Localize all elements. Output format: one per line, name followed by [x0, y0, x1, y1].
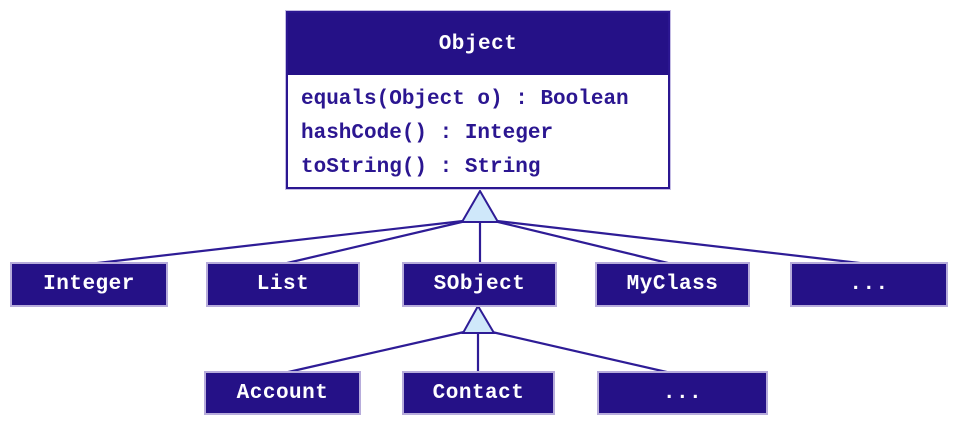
class-box-ellipsis-level1: ...: [790, 262, 948, 307]
class-name-label: ...: [849, 273, 889, 296]
class-name-label: Contact: [432, 381, 525, 405]
generalization-triangle-icon-object: [460, 189, 500, 223]
connector-sobject-to-account: [283, 330, 465, 375]
connector-sobject-to-ellipsis: [491, 330, 672, 375]
class-name-label: SObject: [433, 273, 526, 296]
class-name-label: List: [256, 273, 310, 296]
class-box-object: Object equals(Object o) : Boolean hashCo…: [286, 11, 670, 189]
connector-object-to-list: [282, 219, 467, 266]
class-box-contact: Contact: [402, 371, 555, 415]
connector-object-to-ellipsis: [496, 219, 869, 266]
method-equals: equals(Object o) : Boolean: [301, 88, 629, 111]
class-name-label: Account: [236, 381, 329, 405]
class-header-object: Object: [288, 13, 668, 75]
connector-object-to-myclass: [493, 219, 673, 266]
class-name-label: Object: [438, 32, 518, 56]
class-name-label: Integer: [43, 273, 135, 296]
class-box-sobject: SObject: [402, 262, 557, 307]
class-name-label: MyClass: [626, 273, 719, 296]
class-name-label: ...: [662, 381, 703, 405]
class-box-integer: Integer: [10, 262, 168, 307]
connector-object-to-integer: [88, 219, 464, 266]
class-box-ellipsis-level2: ...: [597, 371, 768, 415]
method-tostring: toString() : String: [301, 156, 541, 179]
class-box-list: List: [206, 262, 360, 307]
class-box-account: Account: [204, 371, 361, 415]
class-box-myclass: MyClass: [595, 262, 750, 307]
class-methods-object: equals(Object o) : Boolean hashCode() : …: [288, 75, 668, 185]
method-hashcode: hashCode() : Integer: [301, 122, 554, 145]
generalization-triangle-icon-sobject: [461, 303, 496, 334]
